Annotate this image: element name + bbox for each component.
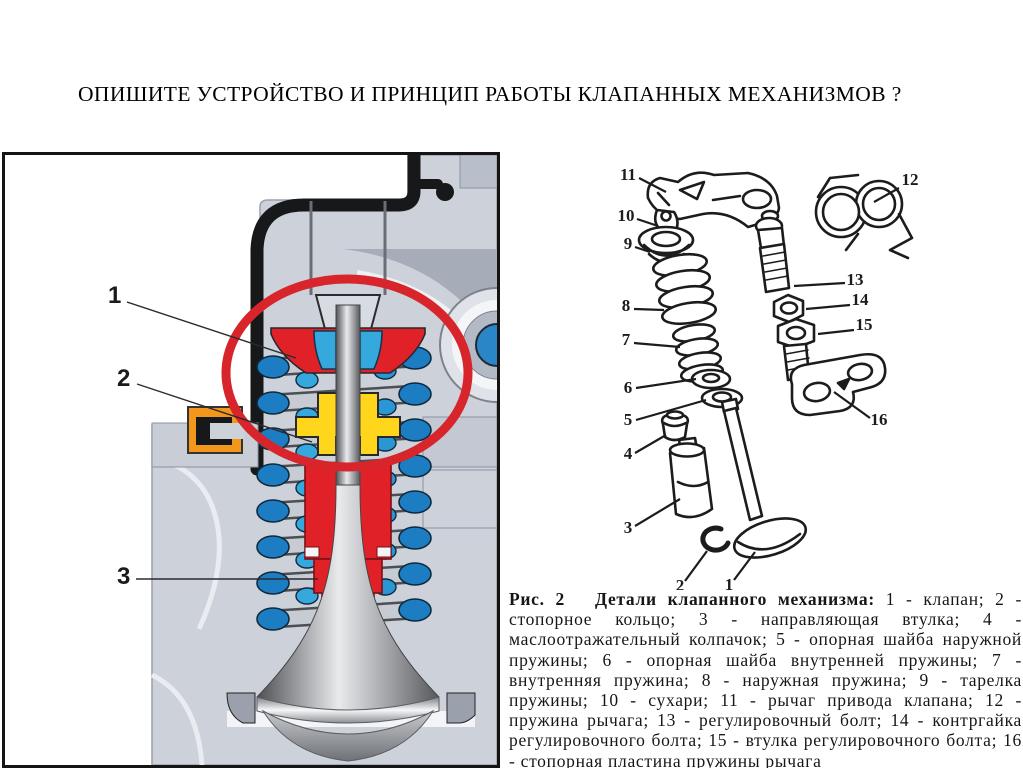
part-number: 9 <box>624 234 633 253</box>
figure-caption-title: Детали клапанного механизма: <box>595 589 875 609</box>
part-leader-line <box>634 245 651 254</box>
part-leader-line <box>633 307 665 312</box>
callout-number: 2 <box>117 365 130 392</box>
part-number: 4 <box>624 444 633 463</box>
head-top-dark-panel <box>459 155 497 189</box>
part-leader-line <box>635 377 697 390</box>
callout-number: 1 <box>108 282 121 309</box>
callout-leader-line <box>136 383 313 443</box>
part-number: 12 <box>902 170 919 189</box>
part-leader-line <box>633 341 681 349</box>
part-outer-spring <box>651 252 718 326</box>
part-number: 11 <box>620 165 636 184</box>
highlight-circle <box>221 274 473 472</box>
callout-leader-line <box>126 301 297 359</box>
part-leader-line <box>636 217 659 228</box>
part-leader-line <box>733 551 756 581</box>
part-snap-ring <box>700 525 731 553</box>
port-shadow <box>343 249 497 387</box>
part-number: 13 <box>847 270 864 289</box>
part-number: 7 <box>622 330 631 349</box>
part-number: 14 <box>852 290 870 309</box>
figure-caption-label: Рис. 2 <box>509 589 565 609</box>
part-leader-line <box>635 398 707 422</box>
part-number: 15 <box>856 315 873 334</box>
part-number: 8 <box>622 296 631 315</box>
part-guide-bushing <box>668 436 714 519</box>
callout-number: 3 <box>117 563 130 590</box>
part-adjusting-bolt <box>754 209 791 294</box>
figure-caption-parts: 1 - клапан; 2 - стопорное кольцо; 3 - на… <box>509 589 1022 768</box>
left-callouts: 1 2 3 <box>108 282 318 590</box>
retaining-clip <box>151 406 259 468</box>
part-leader-line <box>638 177 667 193</box>
part-valve <box>720 397 808 559</box>
part-number: 1 <box>725 575 734 590</box>
part-leader-line <box>833 391 871 419</box>
block-rib-rect <box>422 469 497 529</box>
valve-cover-outline <box>250 155 454 476</box>
valve-seat-inserts <box>226 692 476 724</box>
valve-cross-section-figure: 1 2 3 <box>2 152 500 768</box>
figure-caption: Рис. 2 Детали клапанного механизма: 1 - к… <box>509 589 1022 768</box>
block-rib-curve <box>151 454 222 631</box>
part-number: 16 <box>871 410 888 429</box>
part-number: 2 <box>676 576 685 590</box>
part-number: 3 <box>624 518 633 537</box>
part-locknut <box>772 293 805 324</box>
part-rocker-arm <box>646 171 781 229</box>
part-leader-line <box>684 550 708 582</box>
part-leader-line <box>634 434 667 454</box>
part-leader-line <box>634 498 681 527</box>
valve-head <box>256 484 440 762</box>
slide-title: ОПИШИТЕ УСТРОЙСТВО И ПРИНЦИП РАБОТЫ КЛАП… <box>78 82 902 106</box>
part-inner-spring-washer <box>690 368 732 390</box>
part-leader-line <box>805 303 851 311</box>
block-rib-curve <box>150 672 205 765</box>
part-number: 10 <box>618 206 635 225</box>
valve-keepers <box>313 330 383 370</box>
part-number: 6 <box>624 378 633 397</box>
part-lever-spring <box>814 173 914 260</box>
part-leader-line <box>873 187 900 203</box>
valve-cross-section-canvas: 1 2 3 <box>5 155 497 765</box>
part-oil-cap <box>660 410 690 442</box>
part-lock-plate <box>789 353 887 417</box>
part-number: 5 <box>624 410 633 429</box>
part-leader-line <box>793 281 846 288</box>
part-leader-line <box>817 328 855 336</box>
